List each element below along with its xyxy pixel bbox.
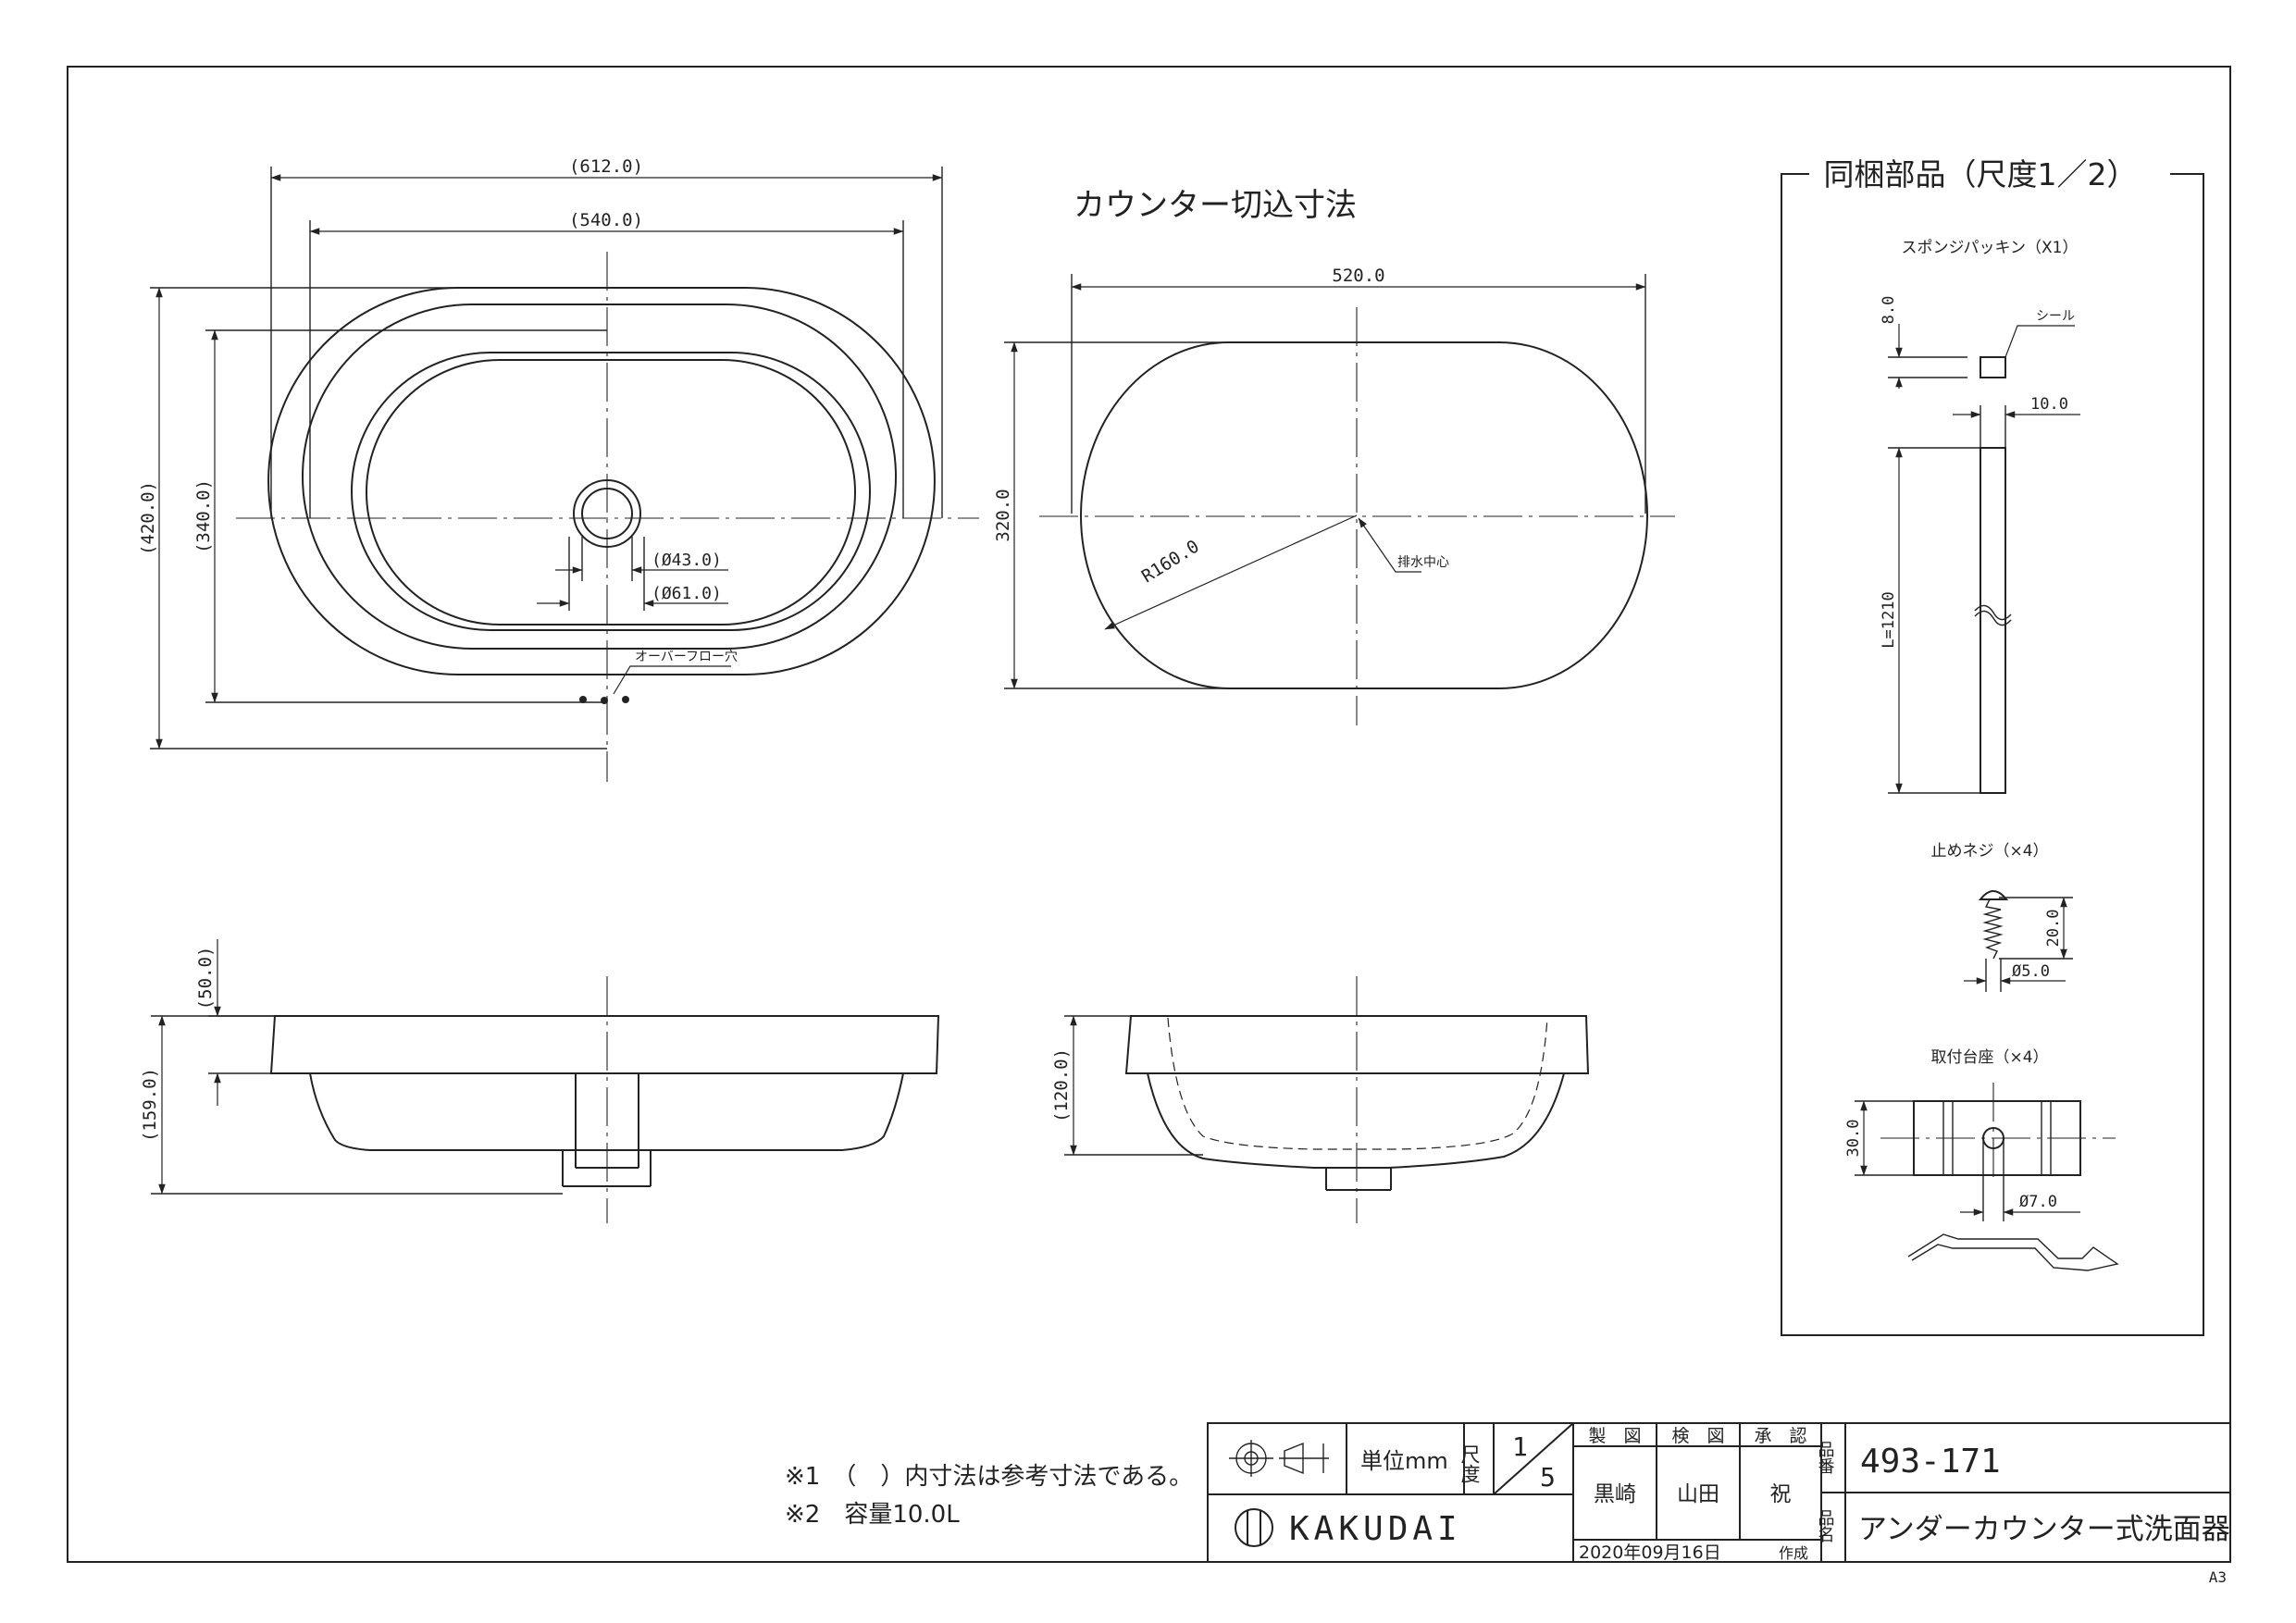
part-no-label: 品番 <box>1816 1441 1835 1474</box>
sponge-length: L=1210 <box>1880 591 1898 648</box>
screw-shank <box>1982 898 2004 960</box>
cutout-outline <box>1080 341 1648 689</box>
basin-bowl-bottom <box>366 359 856 626</box>
sponge-seal-block <box>1980 356 2006 378</box>
side-view: (120.0) <box>1051 976 1590 1223</box>
drawing-date: 2020年09月16日 <box>1579 1542 1721 1563</box>
drain-center-label: 排水中心 <box>1397 555 1449 570</box>
drawn-label: 製 図 <box>1588 1426 1641 1446</box>
cutout-view: カウンター切込寸法 520.0 320.0 R160.0 排水中心 <box>993 187 1675 725</box>
dim-height-inner: (340.0) <box>193 479 214 553</box>
parts-box: 同梱部品（尺度1／2） スポンジパッキン（X1） シール 8.0 10.0 L=… <box>1781 156 2204 1336</box>
brand-name: KAKUDAI <box>1289 1510 1462 1548</box>
overflow-hole <box>622 696 629 703</box>
sponge-strip <box>1980 447 2006 794</box>
drawing-frame <box>67 66 2231 1563</box>
sponge-width: 10.0 <box>2030 395 2068 414</box>
base-title: 取付台座（×4） <box>1930 1048 2048 1067</box>
approved-by: 祝 <box>1770 1482 1792 1506</box>
created-label: 作成 <box>1779 1544 1808 1562</box>
note-2: ※2 容量10.0L <box>785 1501 960 1529</box>
seal-label: シール <box>2036 309 2075 324</box>
dim-width-outer: (612.0) <box>569 156 643 177</box>
parts-box-frame <box>1781 173 2204 1336</box>
screw-diameter: Ø5.0 <box>2012 962 2050 981</box>
notes: ※1 （ ）内寸法は参考寸法である。 ※2 容量10.0L <box>785 1463 1193 1529</box>
front-bowl <box>309 1072 904 1151</box>
drawn-by: 黒崎 <box>1594 1482 1636 1506</box>
front-view: (50.0) (159.0) <box>140 939 940 1223</box>
unit-label: 単位mm <box>1360 1448 1448 1474</box>
screw-head <box>1978 890 2009 900</box>
projection-symbol-icon <box>1229 1440 1329 1477</box>
scale-denominator: 5 <box>1540 1462 1556 1493</box>
dim-drain-inner: (Ø43.0) <box>652 551 722 570</box>
dim-side-height: (120.0) <box>1051 1048 1072 1122</box>
sponge-title: スポンジパッキン（X1） <box>1902 239 2079 257</box>
scale-numerator: 1 <box>1512 1431 1528 1462</box>
note-1: ※1 （ ）内寸法は参考寸法である。 <box>785 1463 1193 1491</box>
side-rim <box>1124 1015 1590 1074</box>
overflow-leader <box>613 665 731 695</box>
dim-height-outer: (420.0) <box>138 481 158 555</box>
paper-size: A3 <box>2209 1568 2227 1586</box>
dim-cutout-radius: R160.0 <box>1138 536 1203 587</box>
front-rim <box>269 1015 940 1074</box>
cutout-title: カウンター切込寸法 <box>1074 187 1357 224</box>
dim-total-height: (159.0) <box>140 1068 160 1142</box>
basin-bowl-edge <box>351 352 871 631</box>
part-name: アンダーカウンター式洗面器 <box>1858 1513 2230 1546</box>
sponge-thickness: 8.0 <box>1880 296 1898 325</box>
kakudai-logo-icon <box>1235 1508 1273 1547</box>
part-no: 493-171 <box>1860 1443 2001 1481</box>
dim-cutout-width: 520.0 <box>1332 266 1384 286</box>
checked-by: 山田 <box>1677 1482 1719 1506</box>
dim-width-inner: (540.0) <box>569 210 643 230</box>
overflow-hole <box>579 696 587 703</box>
dim-drain-outer: (Ø61.0) <box>652 584 722 603</box>
checked-label: 検 図 <box>1671 1426 1724 1446</box>
overflow-hole <box>601 697 608 704</box>
parts-box-title: 同梱部品（尺度1／2） <box>1824 156 2138 192</box>
dim-rim-height: (50.0) <box>195 947 216 1010</box>
drain-center-leader <box>1358 517 1421 573</box>
side-bowl <box>1147 1072 1565 1169</box>
base-profile <box>1907 1233 2119 1271</box>
radius-leader <box>1104 514 1358 630</box>
screw-title: 止めネジ（×4） <box>1930 842 2048 861</box>
basin-rim-inner-edge <box>302 304 897 650</box>
title-block: 単位mm 尺度 1 5 製 図 検 図 承 認 黒崎 山田 祝 2020年09月… <box>1207 1422 2231 1563</box>
scale-label: 尺度 <box>1458 1444 1481 1483</box>
top-view: オーバーフロー穴 (612.0) (540.0) (420.0) (340.0)… <box>138 156 979 782</box>
overflow-label: オーバーフロー穴 <box>635 650 738 664</box>
side-bowl-hidden <box>1167 1017 1548 1150</box>
screw-length: 20.0 <box>2044 910 2063 948</box>
approved-label: 承 認 <box>1754 1426 1806 1446</box>
base-hole-diameter: Ø7.0 <box>2019 1193 2057 1211</box>
dim-cutout-height: 320.0 <box>993 489 1013 541</box>
base-height: 30.0 <box>1844 1120 1863 1158</box>
part-name-label: 品名 <box>1816 1509 1835 1542</box>
